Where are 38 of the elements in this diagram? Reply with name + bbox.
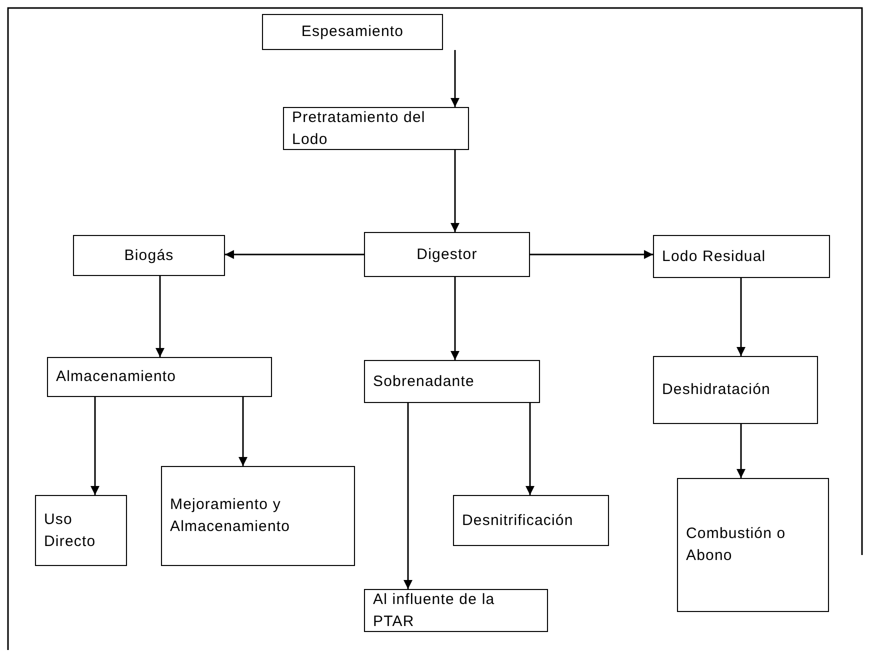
process-box: [364, 232, 530, 277]
box-label: Digestor: [416, 244, 478, 265]
box-label: Pretratamiento del Lodo: [292, 108, 426, 150]
arrow: [526, 403, 534, 495]
box-label: Espesamiento: [301, 22, 404, 42]
box-label: Biogás: [124, 246, 174, 266]
arrow: [90, 397, 100, 495]
process-box: [453, 495, 609, 546]
arrow: [225, 250, 364, 259]
arrow: [450, 150, 460, 232]
box-label: Lodo Residual: [662, 246, 766, 267]
box-label: Combustión o Abono: [686, 524, 787, 566]
box-label: Desnitrificación: [462, 510, 574, 531]
arrow: [530, 250, 653, 259]
process-box: [262, 14, 443, 50]
process-box: [35, 495, 127, 566]
arrow: [450, 50, 460, 107]
process-box: [47, 357, 272, 397]
box-label: Mejoramiento y Almacenamiento: [170, 495, 292, 537]
process-box: [283, 107, 469, 150]
box-label: Deshidratación: [662, 380, 770, 400]
arrow: [450, 277, 460, 360]
process-box: [364, 360, 540, 403]
arrow: [404, 403, 412, 589]
box-label: Sobrenadante: [373, 372, 474, 392]
box-label: Uso Directo: [44, 510, 97, 552]
box-label: Al influente de la PTAR: [373, 590, 496, 632]
box-label: Almacenamiento: [56, 367, 176, 388]
process-box: [653, 235, 830, 278]
process-box: [73, 235, 225, 276]
process-box: [161, 466, 355, 566]
arrow: [238, 397, 248, 466]
arrow: [736, 278, 746, 356]
process-box: [677, 478, 829, 612]
process-box: [364, 589, 548, 632]
arrow: [156, 276, 164, 357]
process-box: [653, 356, 818, 424]
arrow: [736, 424, 746, 478]
